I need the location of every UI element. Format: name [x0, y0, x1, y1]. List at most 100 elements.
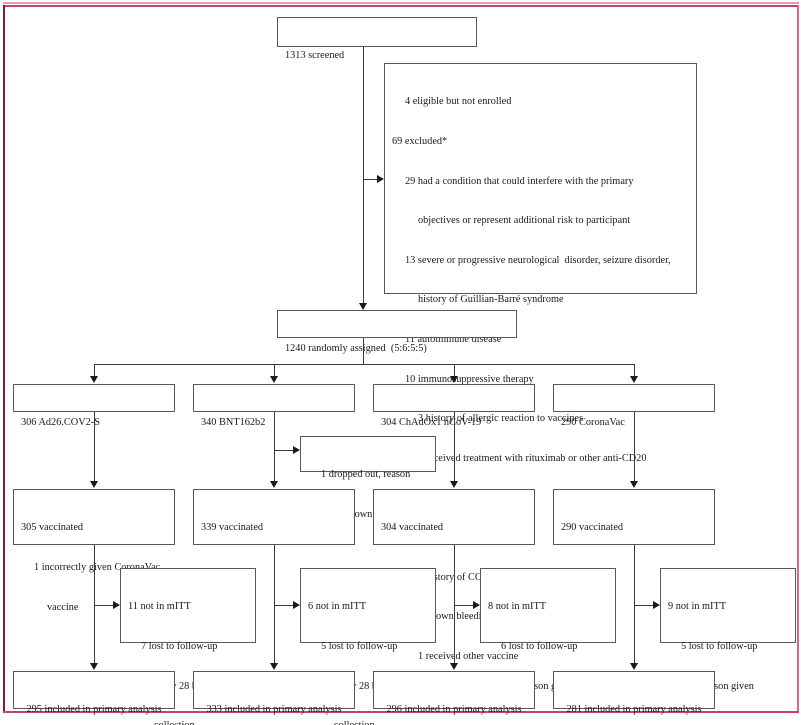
vaccinated-3-line-1: 304 vaccinated: [381, 522, 444, 534]
excluded-line-3a: 29 had a condition that could interfere …: [405, 175, 634, 187]
arrow-into-not-in-mitt-4: [653, 601, 660, 609]
analysed-4-line-1: 281 included in primary analysis: [566, 704, 702, 716]
connector-randomised-down: [363, 338, 364, 364]
node-arm-assigned-4: 290 CoronaVac: [553, 384, 715, 428]
vaccinated-1-line-3: vaccine: [47, 601, 79, 613]
page-rule-bottom: [3, 711, 799, 713]
connector-to-not-in-mitt-3: [454, 605, 474, 606]
arrow-into-vaccinated-2: [270, 481, 278, 488]
node-excluded: 4 eligible but not enrolled 69 excluded*…: [384, 63, 697, 662]
not-in-mitt-4-line-1: 9 not in mITT: [668, 601, 727, 613]
node-analysed-4: 281 included in primary analysis populat…: [553, 671, 715, 715]
arrow-into-analysed-3: [450, 663, 458, 670]
arrow-into-arm-2: [270, 376, 278, 383]
excluded-line-5: 11 autoimmune disease: [405, 334, 502, 346]
connector-to-dropout: [274, 450, 294, 451]
not-in-mitt-4-line-2: 5 lost to follow-up: [681, 641, 758, 653]
connector-screened-to-randomised: [363, 47, 364, 309]
connector-vaccinated-4-to-analysed: [634, 545, 635, 667]
excluded-line-1: 4 eligible but not enrolled: [405, 96, 512, 108]
excluded-line-2: 69 excluded*: [392, 136, 448, 148]
node-screened-label: 1313 screened: [285, 50, 345, 62]
vaccinated-4-line-1: 290 vaccinated: [561, 522, 624, 534]
connector-to-not-in-mitt-4: [634, 605, 654, 606]
node-arm-assigned-3: 304 ChAdOx1 nCoV-19: [373, 384, 535, 428]
excluded-line-4b: history of Guillian-Barré syndrome: [418, 294, 564, 306]
connector-arm-distribution-bar: [94, 364, 634, 365]
arrow-into-analysed-4: [630, 663, 638, 670]
page-rule-right: [797, 5, 799, 713]
excluded-line-7: 3 history of allergic reaction to vaccin…: [418, 413, 584, 425]
connector-arm-3-to-vaccinated: [454, 412, 455, 485]
connector-vaccinated-2-to-analysed: [274, 545, 275, 667]
not-in-mitt-3-line-1: 8 not in mITT: [488, 601, 547, 613]
page-rule-left: [3, 5, 5, 713]
connector-to-not-in-mitt-2: [274, 605, 294, 606]
arrow-into-arm-1: [90, 376, 98, 383]
connector-arm-4-to-vaccinated: [634, 412, 635, 485]
node-arm-assigned-2: 340 BNT162b2: [193, 384, 355, 428]
not-in-mitt-2-line-1: 6 not in mITT: [308, 601, 367, 613]
node-not-in-mitt-2: 6 not in mITT 5 lost to follow-up 1 no d…: [300, 568, 436, 725]
arrow-into-analysed-1: [90, 663, 98, 670]
node-analysed-2: 333 included in primary analysis populat…: [193, 671, 355, 715]
excluded-line-4a: 13 severe or progressive neurological di…: [405, 254, 671, 266]
node-not-in-mitt-3: 8 not in mITT 6 lost to follow-up 2 no r…: [480, 568, 616, 692]
arrow-into-vaccinated-4: [630, 481, 638, 488]
arm-4-assigned-label: 290 CoronaVac: [561, 417, 625, 429]
arrow-into-randomised: [359, 303, 367, 310]
connector-to-excluded: [363, 179, 378, 180]
not-in-mitt-1-line-4: collection: [128, 719, 248, 725]
not-in-mitt-2-line-2: 5 lost to follow-up: [321, 641, 398, 653]
page-rule-top-thick: [3, 5, 799, 7]
node-not-in-mitt-4: 9 not in mITT 5 lost to follow-up 4 no r…: [660, 568, 796, 692]
arrow-into-not-in-mitt-3: [473, 601, 480, 609]
analysed-3-line-1: 296 included in primary analysis: [386, 704, 522, 716]
node-arm-assigned-1: 306 Ad26.COV2-S: [13, 384, 175, 428]
connector-vaccinated-1-to-analysed: [94, 545, 95, 667]
node-screened: 1313 screened: [277, 17, 477, 61]
not-in-mitt-1-line-2: 7 lost to follow-up: [141, 641, 218, 653]
node-not-in-mitt-1: 11 not in mITT 7 lost to follow-up 3 no …: [120, 568, 256, 725]
connector-arm-1-drop: [94, 364, 95, 380]
node-analysed-3: 296 included in primary analysis populat…: [373, 671, 535, 715]
analysed-2-line-1: 333 included in primary analysis: [206, 704, 342, 716]
arm-3-assigned-label: 304 ChAdOx1 nCoV-19: [381, 417, 482, 429]
excluded-line-12: 1 received other vaccine: [418, 650, 519, 662]
connector-arm-4-drop: [634, 364, 635, 380]
vaccinated-2-line-1: 339 vaccinated: [201, 522, 264, 534]
vaccinated-1-line-1: 305 vaccinated: [21, 522, 84, 534]
arrow-into-vaccinated-3: [450, 481, 458, 488]
connector-arm-2-drop: [274, 364, 275, 380]
not-in-mitt-2-line-4: collection: [308, 719, 428, 725]
dropout-line-1: 1 dropped out, reason: [321, 469, 411, 481]
excluded-line-6: 10 immunosuppressive therapy: [405, 373, 534, 385]
connector-vaccinated-3-to-analysed: [454, 545, 455, 667]
arrow-into-vaccinated-1: [90, 481, 98, 488]
arm-2-assigned-label: 340 BNT162b2: [201, 417, 266, 429]
arrow-into-excluded: [377, 175, 384, 183]
vaccinated-1-line-2: 1 incorrectly given CoronaVac: [34, 562, 161, 574]
connector-arm-2-to-vaccinated: [274, 412, 275, 485]
arrow-into-arm-4: [630, 376, 638, 383]
connector-arm-1-to-vaccinated: [94, 412, 95, 485]
node-dropout: 1 dropped out, reason unknown: [300, 436, 436, 520]
page-rule-top-thin: [3, 2, 799, 4]
node-randomised-label: 1240 randomly assigned (5:6:5:5): [285, 343, 427, 355]
node-randomised: 1240 randomly assigned (5:6:5:5): [277, 310, 517, 354]
not-in-mitt-1-line-1: 11 not in mITT: [128, 601, 191, 613]
node-vaccinated-1: 305 vaccinated 1 incorrectly given Coron…: [13, 489, 175, 613]
node-vaccinated-4: 290 vaccinated: [553, 489, 715, 545]
node-vaccinated-2: 339 vaccinated: [193, 489, 355, 545]
arm-1-assigned-label: 306 Ad26.COV2-S: [21, 417, 100, 429]
arrow-into-not-in-mitt-1: [113, 601, 120, 609]
connector-arm-3-drop: [454, 364, 455, 380]
analysed-1-line-1: 295 included in primary analysis: [26, 704, 162, 716]
arrow-into-analysed-2: [270, 663, 278, 670]
excluded-line-3b: objectives or represent additional risk …: [418, 215, 631, 227]
node-analysed-1: 295 included in primary analysis populat…: [13, 671, 175, 715]
arrow-into-not-in-mitt-2: [293, 601, 300, 609]
arrow-into-dropout: [293, 446, 300, 454]
connector-to-not-in-mitt-1: [94, 605, 114, 606]
